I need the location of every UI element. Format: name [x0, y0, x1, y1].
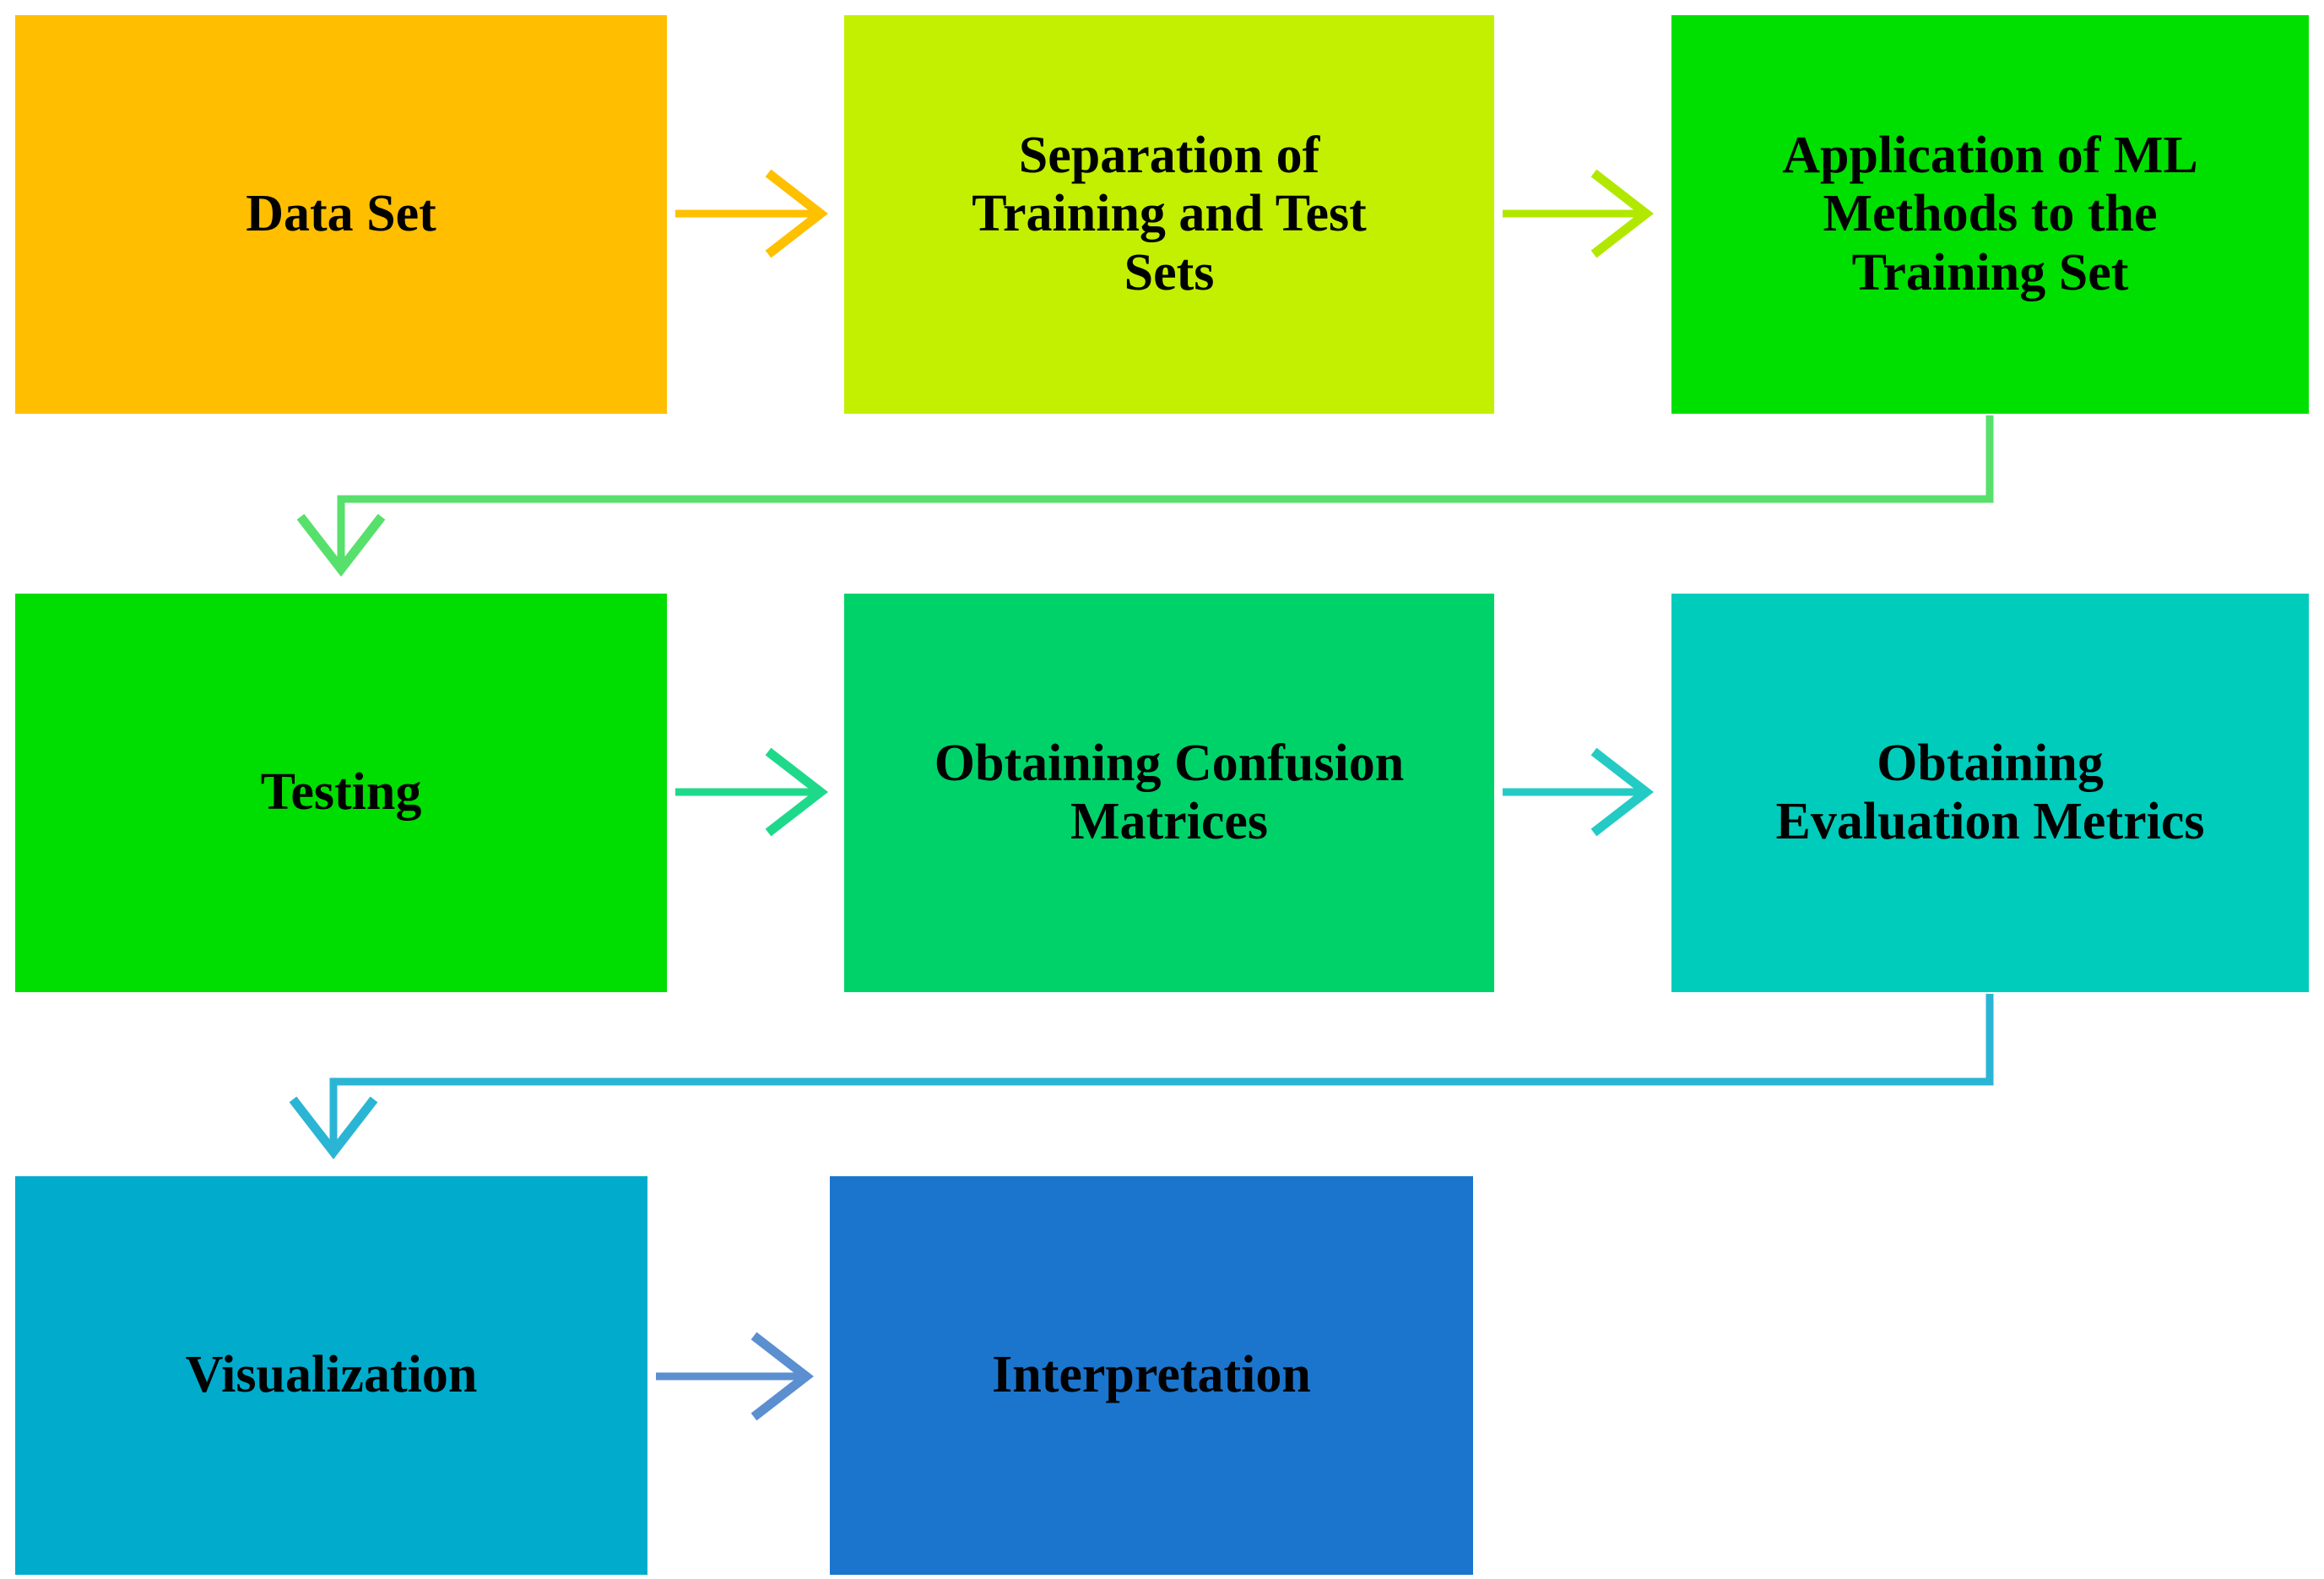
node-label: Obtaining Confusion Matrices [934, 734, 1405, 850]
node-label: Separation of Training and Test Sets [972, 126, 1367, 301]
node-label: Visualization [185, 1346, 478, 1404]
node-obtaining-evaluation-metrics[interactable]: Obtaining Evaluation Metrics [1671, 594, 2309, 992]
node-separation-of-training-and-test-sets[interactable]: Separation of Training and Test Sets [844, 15, 1494, 414]
node-label: Obtaining Evaluation Metrics [1775, 734, 2205, 850]
node-testing[interactable]: Testing [15, 594, 667, 992]
node-data-set[interactable]: Data Set [15, 15, 667, 414]
node-label: Testing [260, 763, 422, 822]
edge-confusion-to-evaluation [1503, 747, 1654, 837]
node-visualization[interactable]: Visualization [15, 1176, 647, 1575]
edge-evaluation-to-visualization [289, 994, 1994, 1159]
node-interpretation[interactable]: Interpretation [830, 1176, 1473, 1575]
edge-visualization-to-interpretation [656, 1332, 814, 1421]
node-label: Application of ML Methods to the Trainin… [1782, 126, 2198, 301]
node-label: Data Set [246, 185, 436, 243]
node-obtaining-confusion-matrices[interactable]: Obtaining Confusion Matrices [844, 594, 1494, 992]
edge-testing-to-confusion [675, 747, 828, 837]
edge-application-to-testing [296, 415, 1994, 577]
node-application-of-ml-methods[interactable]: Application of ML Methods to the Trainin… [1671, 15, 2309, 414]
node-label: Interpretation [992, 1346, 1311, 1404]
edge-data-set-to-separation [675, 169, 828, 258]
edge-separation-to-application [1503, 169, 1654, 258]
